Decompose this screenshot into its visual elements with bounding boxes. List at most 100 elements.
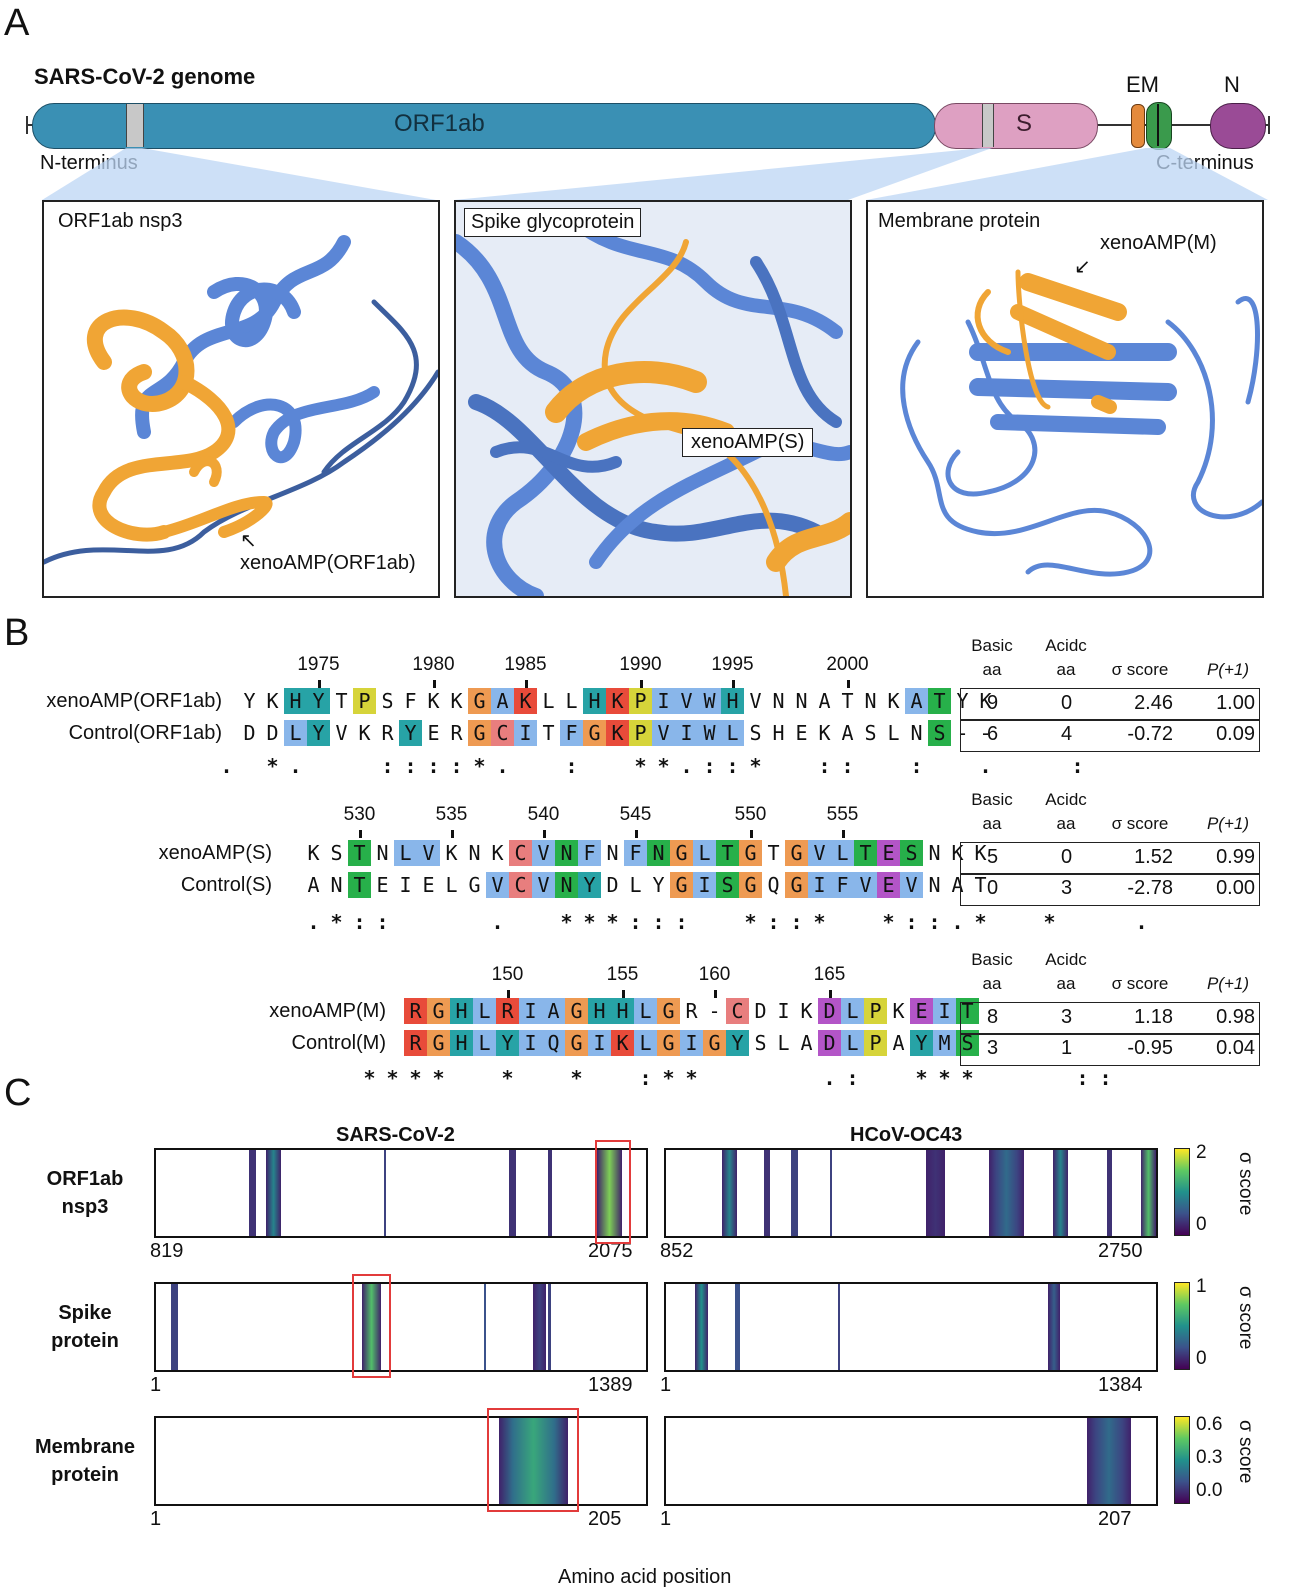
stat-header: σ score xyxy=(1111,660,1169,679)
residue: F xyxy=(560,720,583,746)
residue: Y xyxy=(307,688,330,714)
residue: W xyxy=(698,688,721,714)
colorbar xyxy=(1174,1416,1190,1504)
stat-value: 9 xyxy=(987,692,999,714)
residue: N xyxy=(928,873,941,897)
stat-value: -0.72 xyxy=(1127,723,1173,745)
consensus-symbol: : xyxy=(1099,1066,1112,1090)
stat-header: P(+1) xyxy=(1206,974,1250,993)
consensus-symbol xyxy=(394,910,417,934)
residue: G xyxy=(565,1030,588,1056)
stat-value: 0.99 xyxy=(1216,846,1255,868)
position-tick xyxy=(634,830,638,838)
heatmap-band xyxy=(1048,1284,1061,1370)
stats-divider xyxy=(961,719,1259,721)
residue: M xyxy=(933,1030,956,1056)
residue: G xyxy=(670,840,693,866)
residue: A xyxy=(491,688,514,714)
residue: N xyxy=(795,689,808,713)
residue: K xyxy=(892,999,905,1023)
stat-value: 0 xyxy=(1061,692,1073,714)
residue: I xyxy=(399,873,412,897)
position-tick xyxy=(639,680,643,688)
colorbar-label: σ score xyxy=(1235,1420,1256,1484)
consensus-symbol: : xyxy=(910,754,923,778)
stat-value: 0.09 xyxy=(1216,723,1255,745)
consensus-symbol: * xyxy=(583,910,596,934)
consensus-symbol: * xyxy=(744,910,757,934)
residue: D xyxy=(818,998,841,1024)
residue: Y xyxy=(956,689,969,713)
membrane-ribbon xyxy=(900,269,1262,577)
consensus-symbol xyxy=(997,754,1020,778)
structure-title-orf1ab: ORF1ab nsp3 xyxy=(52,208,189,235)
consensus-symbol: . xyxy=(1135,910,1148,934)
residue: L xyxy=(841,1030,864,1056)
position-tick xyxy=(828,990,832,998)
consensus-symbol xyxy=(1002,1066,1025,1090)
heatmap-band xyxy=(597,1150,622,1236)
x-axis-label: Amino acid position xyxy=(558,1566,732,1588)
sequence-label: Control(S) xyxy=(180,874,272,896)
stat-value: 8 xyxy=(987,1006,999,1028)
zoom-wedges xyxy=(42,148,1268,200)
residue: V xyxy=(532,872,555,898)
colorbar-label: σ score xyxy=(1235,1152,1256,1216)
consensus-symbol: : xyxy=(726,754,739,778)
residue: K xyxy=(358,721,371,745)
structure-title-spike: Spike glycoprotein xyxy=(464,208,642,237)
residue: S xyxy=(754,1031,767,1055)
residue: N xyxy=(468,841,481,865)
consensus-symbol: * xyxy=(409,1066,422,1090)
residue: K xyxy=(979,689,992,713)
residue: N xyxy=(910,721,923,745)
position-number: 1985 xyxy=(504,654,547,675)
residue: V xyxy=(900,872,923,898)
consensus-symbol: : xyxy=(450,754,463,778)
consensus-symbol xyxy=(831,910,854,934)
colorbar-tick: 0 xyxy=(1196,1348,1207,1369)
residue: N xyxy=(606,841,619,865)
residue: L xyxy=(887,721,900,745)
residue: V xyxy=(335,721,348,745)
residue: - xyxy=(708,999,721,1023)
residue: E xyxy=(376,873,389,897)
residue: Y xyxy=(243,689,256,713)
residue: F xyxy=(831,872,854,898)
consensus-symbol xyxy=(611,1066,634,1090)
n-segment xyxy=(1210,103,1266,149)
residue: I xyxy=(675,720,698,746)
residue: G xyxy=(670,872,693,898)
consensus-symbol xyxy=(473,1066,496,1090)
axis-start: 852 xyxy=(660,1240,694,1262)
residue: Q xyxy=(767,873,780,897)
residue: G xyxy=(565,998,588,1024)
consensus-symbol xyxy=(588,1066,611,1090)
residue: T xyxy=(542,721,555,745)
consensus-symbol xyxy=(951,754,974,778)
position-tick xyxy=(621,990,625,998)
residue: T xyxy=(854,840,877,866)
column-title-oc43: HCoV-OC43 xyxy=(850,1124,963,1146)
residue: P xyxy=(629,688,652,714)
colorbar-tick: 0.0 xyxy=(1196,1480,1223,1501)
residue: F xyxy=(404,689,417,713)
residue: H xyxy=(772,721,785,745)
structure-orf1ab: ORF1ab nsp3 xenoAMP(ORF1ab) ↖ xyxy=(42,200,440,598)
consensus-symbol: . xyxy=(220,754,233,778)
axis-end: 2075 xyxy=(588,1240,633,1262)
residue: S xyxy=(900,840,923,866)
consensus-symbol xyxy=(703,1066,726,1090)
residue: K xyxy=(974,841,987,865)
consensus-symbol xyxy=(1015,910,1038,934)
colorbar-tick: 0.3 xyxy=(1196,1447,1223,1468)
residue: S xyxy=(928,720,951,746)
residue: T xyxy=(974,873,987,897)
sequence-label: xenoAMP(ORF1ab) xyxy=(46,690,222,712)
arrow-icon: ↙ xyxy=(1074,256,1091,278)
position-tick xyxy=(358,830,362,838)
residue: L xyxy=(473,998,496,1024)
residue: T xyxy=(348,872,371,898)
